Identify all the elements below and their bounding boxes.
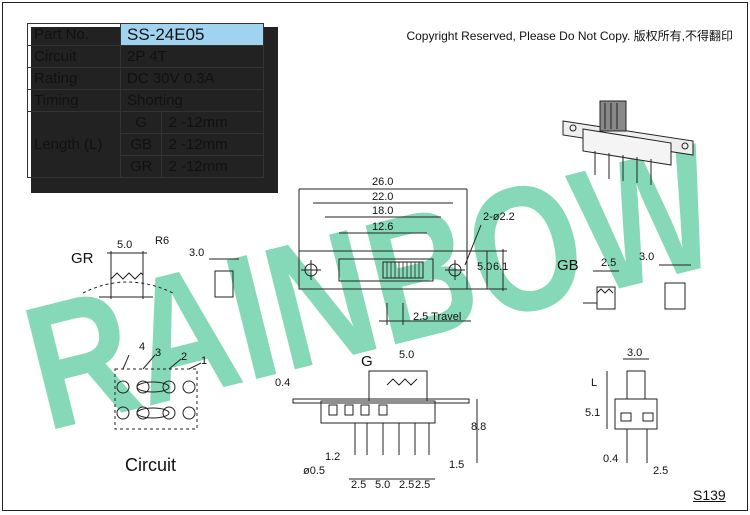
table-row: GR 2 -12mm bbox=[28, 155, 264, 178]
dim-18: 18.0 bbox=[372, 205, 394, 217]
label-gb: GB bbox=[557, 257, 579, 274]
gr-actuator-detail bbox=[82, 251, 239, 299]
length-label: Length (L) bbox=[27, 111, 121, 178]
label-g: G bbox=[361, 353, 373, 370]
table-row: GB 2 -12mm bbox=[28, 133, 264, 156]
gb-actuator-detail bbox=[583, 264, 691, 310]
dim-1-5: 1.5 bbox=[449, 459, 465, 471]
dim-1-2: 1.2 bbox=[325, 451, 341, 463]
dim-holes: 2-ø2.2 bbox=[483, 211, 515, 223]
dim-r6: R6 bbox=[155, 235, 170, 247]
label-gr: GR bbox=[71, 250, 94, 267]
dim-side-2-5: 2.5 bbox=[653, 465, 669, 477]
pin-label-4: 4 bbox=[139, 341, 146, 353]
dim-side-5-1: 5.1 bbox=[585, 407, 601, 419]
page-code: S139 bbox=[693, 487, 726, 503]
dim-pitch-4: 2.5 bbox=[415, 479, 431, 491]
spec-table: Part No. SS-24E05 Circuit 2P 4T Rating D… bbox=[27, 23, 264, 178]
table-row: Circuit 2P 4T bbox=[27, 45, 264, 68]
dim-gr-5-0: 5.0 bbox=[117, 239, 133, 251]
pin-label-2: 2 bbox=[181, 351, 188, 363]
circuit-value: 2P 4T bbox=[120, 45, 264, 68]
length-code: GR bbox=[119, 155, 163, 178]
dim-5-0: 5.0 bbox=[477, 261, 493, 273]
part-no-label: Part No. bbox=[27, 23, 121, 46]
dim-side-3-0: 3.0 bbox=[627, 347, 643, 359]
dim-0-4: 0.4 bbox=[275, 377, 291, 389]
table-row: Timing Shorting bbox=[27, 89, 264, 112]
front-view bbox=[292, 370, 478, 480]
dim-pin-dia: ø0.5 bbox=[303, 465, 326, 477]
table-row: Length (L) G 2 -12mm bbox=[27, 111, 264, 178]
side-view bbox=[606, 358, 658, 463]
length-value: 2 -12mm bbox=[161, 133, 264, 156]
pin-label-1: 1 bbox=[201, 355, 208, 367]
dim-26: 26.0 bbox=[372, 176, 394, 188]
dim-gb-2-5: 2.5 bbox=[601, 257, 617, 269]
dim-side-l: L bbox=[591, 377, 598, 389]
top-view bbox=[298, 188, 507, 325]
rating-label: Rating bbox=[27, 67, 121, 90]
dim-pitch-3: 2.5 bbox=[399, 479, 415, 491]
timing-value: Shorting bbox=[120, 89, 264, 112]
dim-gr-3-0: 3.0 bbox=[189, 247, 205, 259]
pin-label-3: 3 bbox=[155, 347, 162, 359]
dim-travel: 2.5 Travel bbox=[413, 311, 462, 323]
dim-gb-3-0: 3.0 bbox=[639, 251, 655, 263]
length-value: 2 -12mm bbox=[161, 155, 264, 178]
technical-drawing bbox=[82, 100, 694, 480]
dim-pitch-2: 5.0 bbox=[375, 479, 391, 491]
dim-8-8: 8.8 bbox=[471, 421, 487, 433]
dim-g-5-0: 5.0 bbox=[399, 349, 415, 361]
dim-12-6: 12.6 bbox=[372, 221, 394, 233]
dim-22: 22.0 bbox=[372, 191, 394, 203]
circuit-diagram bbox=[114, 354, 202, 430]
copyright-notice: Copyright Reserved, Please Do Not Copy. … bbox=[406, 29, 733, 43]
length-code: GB bbox=[119, 133, 163, 156]
dim-side-0-4: 0.4 bbox=[603, 453, 619, 465]
dim-pitch-1: 2.5 bbox=[351, 479, 367, 491]
switch-3d-sketch bbox=[562, 100, 694, 185]
dim-6-1: 6.1 bbox=[493, 261, 509, 273]
circuit-title: Circuit bbox=[125, 455, 177, 475]
